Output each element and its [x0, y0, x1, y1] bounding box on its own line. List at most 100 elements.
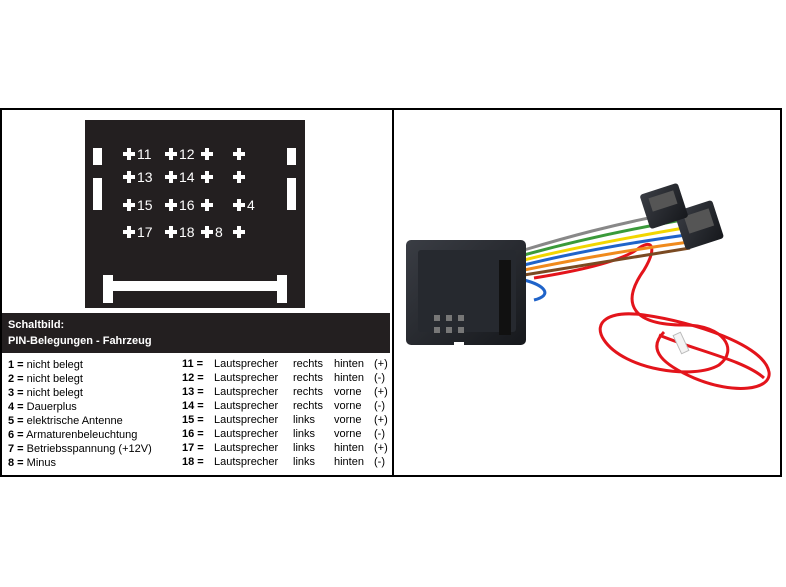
speaker-legend-pol: (-): [374, 428, 385, 440]
left-slot-bottom: [93, 178, 102, 210]
speaker-legend-num: 11 =: [182, 358, 204, 370]
bottom-rail-right-post: [277, 275, 287, 303]
adapter-photo-panel: [394, 110, 780, 475]
pin-16: 16: [165, 198, 195, 212]
right-slot-bottom: [287, 178, 296, 210]
pin-contact-icon: [123, 148, 135, 160]
pin-contact-icon: [123, 199, 135, 211]
speaker-legend-side: links: [293, 428, 316, 440]
speaker-legend-side: rechts: [293, 358, 323, 370]
speaker-legend-pol: (-): [374, 372, 385, 384]
pin-contact-icon: [201, 148, 213, 160]
speaker-legend-num: 15 =: [182, 414, 204, 426]
pin-contact-icon: [201, 226, 213, 238]
speaker-legend-type: Lautsprecher: [214, 456, 279, 468]
iso-plug-speaker: [640, 183, 688, 229]
speaker-legend-side: links: [293, 414, 316, 426]
pin-4: 4: [233, 198, 255, 212]
pin-18: 18: [165, 225, 195, 239]
speaker-legend-pos: hinten: [334, 372, 364, 384]
speaker-legend-num: 16 =: [182, 428, 204, 440]
panel-divider: [392, 110, 394, 475]
pin-contact-icon: [165, 171, 177, 183]
speaker-legend-num: 14 =: [182, 400, 204, 412]
legend-row: 8 = Minus: [8, 457, 57, 469]
legend-row: 5 = elektrische Antenne: [8, 415, 123, 427]
wire-bundle: [523, 210, 691, 302]
speaker-legend-side: links: [293, 456, 316, 468]
speaker-legend-pol: (-): [374, 400, 385, 412]
pin-contact-icon: [233, 148, 245, 160]
pin-13: 13: [123, 170, 153, 184]
pin-empty: [233, 147, 247, 161]
speaker-legend-pos: hinten: [334, 358, 364, 370]
pin-15: 15: [123, 198, 153, 212]
speaker-legend-type: Lautsprecher: [214, 414, 279, 426]
pin-contact-icon: [201, 171, 213, 183]
speaker-legend-pos: vorne: [334, 428, 362, 440]
iso-adapter-cable-illustration: [406, 183, 771, 390]
pin-17: 17: [123, 225, 153, 239]
bottom-rail-left-post: [103, 275, 113, 303]
caption-title: Schaltbild:: [8, 319, 65, 331]
connector-pinout-face: 11 12 13 14 15 16 4 17 18 8: [85, 120, 305, 308]
pin-empty: [201, 170, 215, 184]
legend-row: 7 = Betriebsspannung (+12V): [8, 443, 152, 455]
speaker-legend-side: links: [293, 442, 316, 454]
speaker-legend-num: 13 =: [182, 386, 204, 398]
caption-subtitle: PIN-Belegungen - Fahrzeug: [8, 335, 152, 347]
legend-row: 6 = Armaturenbeleuchtung: [8, 429, 138, 441]
pin-contact-icon: [233, 226, 245, 238]
speaker-legend-pol: (-): [374, 456, 385, 468]
vehicle-quadlock-connector: [406, 240, 526, 347]
pin-empty: [201, 198, 215, 212]
pinout-panel: 11 12 13 14 15 16 4 17 18 8 Schaltbild: …: [2, 110, 392, 475]
speaker-legend-type: Lautsprecher: [214, 442, 279, 454]
speaker-legend-type: Lautsprecher: [214, 428, 279, 440]
speaker-legend-type: Lautsprecher: [214, 386, 279, 398]
speaker-legend-side: rechts: [293, 400, 323, 412]
pin-contact-icon: [201, 199, 213, 211]
pin-contact-icon: [165, 148, 177, 160]
pin-contact-icon: [123, 171, 135, 183]
speaker-legend-side: rechts: [293, 386, 323, 398]
red-wire: [533, 242, 771, 390]
legend-row: 1 = nicht belegt: [8, 359, 83, 371]
speaker-legend-pos: vorne: [334, 414, 362, 426]
pin-11: 11: [123, 147, 152, 161]
speaker-legend-type: Lautsprecher: [214, 372, 279, 384]
speaker-legend-pos: hinten: [334, 442, 364, 454]
pin-contact-icon: [233, 199, 245, 211]
speaker-legend-pol: (+): [374, 358, 388, 370]
cable-tie: [672, 331, 690, 355]
pin-14: 14: [165, 170, 195, 184]
speaker-legend-side: rechts: [293, 372, 323, 384]
speaker-legend-pos: vorne: [334, 386, 362, 398]
speaker-legend-type: Lautsprecher: [214, 400, 279, 412]
pin-empty: [233, 170, 247, 184]
left-slot-top: [93, 148, 102, 165]
speaker-legend-pos: vorne: [334, 400, 362, 412]
bottom-rail: [109, 281, 281, 291]
pin-contact-icon: [123, 226, 135, 238]
speaker-legend-pol: (+): [374, 414, 388, 426]
speaker-legend-num: 12 =: [182, 372, 204, 384]
pin-12: 12: [165, 147, 195, 161]
pin-contact-icon: [165, 199, 177, 211]
speaker-legend-pos: hinten: [334, 456, 364, 468]
caption-header: Schaltbild: PIN-Belegungen - Fahrzeug: [2, 313, 390, 353]
right-slot-top: [287, 148, 296, 165]
legend-row: 4 = Dauerplus: [8, 401, 77, 413]
speaker-legend-num: 18 =: [182, 456, 204, 468]
pin-empty: [201, 147, 215, 161]
diagram-frame: 11 12 13 14 15 16 4 17 18 8 Schaltbild: …: [0, 108, 782, 477]
pin-contact-icon: [165, 226, 177, 238]
speaker-legend-pol: (+): [374, 442, 388, 454]
speaker-legend-type: Lautsprecher: [214, 358, 279, 370]
legend-row: 2 = nicht belegt: [8, 373, 83, 385]
speaker-legend-num: 17 =: [182, 442, 204, 454]
pin-empty: [233, 225, 247, 239]
speaker-legend-pol: (+): [374, 386, 388, 398]
pin-contact-icon: [233, 171, 245, 183]
legend-row: 3 = nicht belegt: [8, 387, 83, 399]
